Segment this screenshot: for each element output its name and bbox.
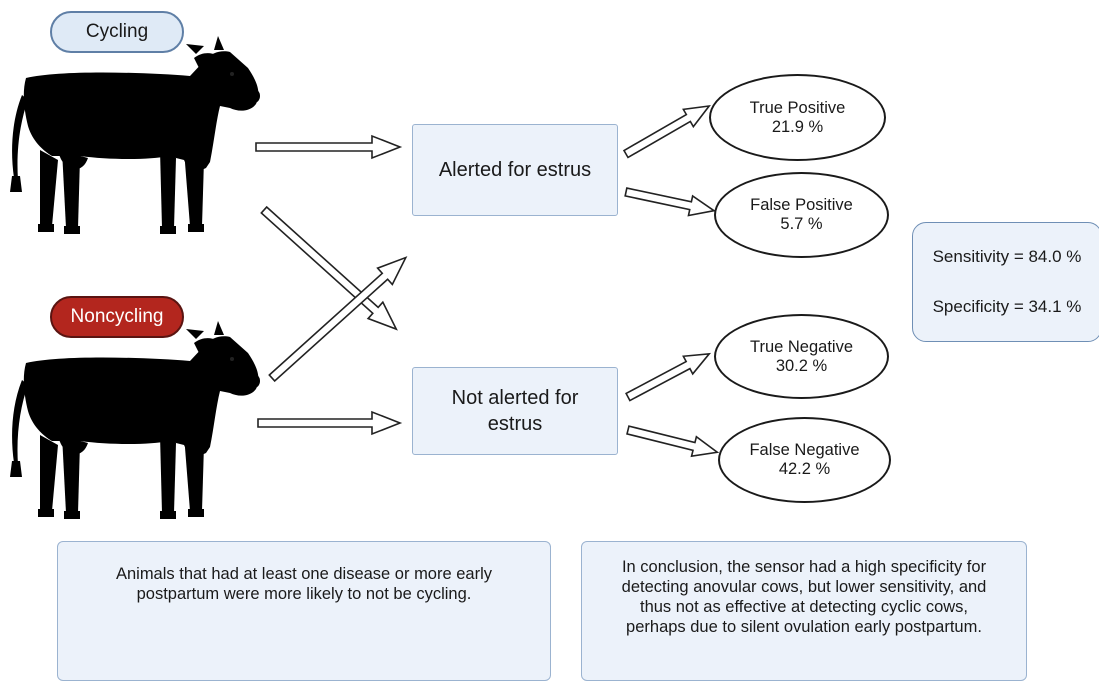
arrow-noncycling-to-alerted <box>268 256 408 383</box>
arrow-alerted-to-false-positive <box>624 187 717 217</box>
false-negative-oval: False Negative 42.2 % <box>718 417 891 503</box>
conclusion-note-box: In conclusion, the sensor had a high spe… <box>581 541 1027 681</box>
disease-note-box: Animals that had at least one disease or… <box>57 541 551 681</box>
outcome-label: False Negative <box>749 441 860 459</box>
not-alerted-box: Not alerted for estrus <box>412 367 618 455</box>
cycling-label: Cycling <box>50 11 184 53</box>
true-negative-oval: True Negative 30.2 % <box>714 314 889 399</box>
sensitivity-text: Sensitivity = 84.0 % <box>932 247 1082 266</box>
outcome-value: 21.9 % <box>771 117 824 136</box>
outcome-value: 5.7 % <box>780 215 823 233</box>
flow-arrows <box>255 104 720 458</box>
outcome-label: True Negative <box>749 337 854 356</box>
true-positive-oval: True Positive 21.9 % <box>709 74 886 161</box>
arrow-alerted-to-true-positive <box>622 104 711 159</box>
noncycling-cow-illustration <box>10 321 260 519</box>
false-positive-oval: False Positive 5.7 % <box>714 172 889 258</box>
conclusion-note-text: In conclusion, the sensor had a high spe… <box>621 558 987 636</box>
noncycling-label: Noncycling <box>50 296 184 338</box>
outcome-value: 42.2 % <box>778 460 831 478</box>
outcome-label: False Positive <box>750 196 853 214</box>
not-alerted-label: Not alerted for estrus <box>451 387 579 435</box>
arrow-noncycling-to-not-alerted <box>257 410 403 436</box>
metrics-box: Sensitivity = 84.0 % Specificity = 34.1 … <box>912 222 1099 342</box>
alerted-box: Alerted for estrus <box>412 124 618 216</box>
outcome-label: True Positive <box>749 98 846 117</box>
specificity-text: Specificity = 34.1 % <box>932 297 1082 316</box>
outcome-value: 30.2 % <box>775 356 828 375</box>
alerted-label: Alerted for estrus <box>438 159 592 181</box>
cycling-cow-illustration: .cw .body{fill:#efece2;stroke:#2a2a2a;st… <box>10 36 260 234</box>
arrow-not-alerted-to-false-negative <box>626 425 720 458</box>
arrow-not-alerted-to-true-negative <box>625 352 712 402</box>
arrow-cycling-to-alerted <box>255 134 403 160</box>
disease-note-text: Animals that had at least one disease or… <box>115 565 493 603</box>
